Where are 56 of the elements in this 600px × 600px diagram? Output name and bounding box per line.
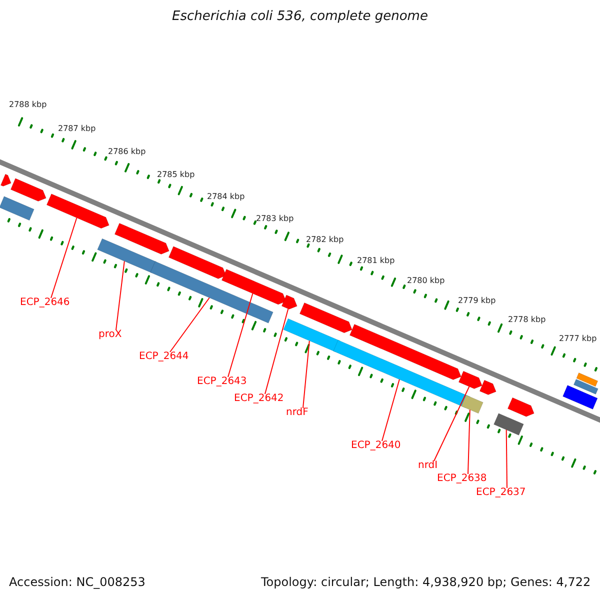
- gene-bar: [494, 413, 524, 436]
- scale-label: 2780 kbp: [407, 276, 445, 285]
- gene-bar: [461, 394, 484, 414]
- gene-bar: [221, 268, 286, 305]
- scale-label: 2781 kbp: [357, 256, 395, 265]
- gene-label: ECP_2642: [234, 393, 284, 404]
- leader-line: [116, 260, 125, 330]
- scale-label: 2784 kbp: [207, 192, 245, 201]
- gene-bar: [283, 318, 340, 352]
- gene-bar: [299, 302, 352, 334]
- leader-line: [228, 293, 254, 378]
- gene-label: ECP_2638: [437, 473, 487, 484]
- gene-bar: [479, 380, 496, 396]
- leader-line: [302, 340, 310, 408]
- leader-line: [506, 429, 508, 488]
- gene-bar: [46, 194, 110, 229]
- gene-label: nrdI: [418, 460, 438, 471]
- gene-bar: [114, 222, 170, 254]
- leader-line: [382, 378, 400, 442]
- gene-bar: [10, 178, 46, 202]
- footer-text: Accession: NC_008253: [9, 575, 146, 589]
- scale-label: 2787 kbp: [58, 124, 96, 133]
- leader-line: [170, 297, 210, 352]
- scale-label: 2785 kbp: [157, 170, 195, 179]
- gene-label: ECP_2646: [20, 297, 70, 308]
- scale-label: 2779 kbp: [458, 296, 496, 305]
- scale-label: 2783 kbp: [256, 214, 294, 223]
- leader-line: [468, 409, 470, 474]
- gene-bar: [576, 372, 598, 387]
- gene-bar: [562, 385, 598, 410]
- gene-bar: [458, 370, 482, 390]
- gene-bar: [0, 196, 34, 221]
- title: Escherichia coli 536, complete genome: [171, 9, 429, 24]
- leader-line: [264, 308, 289, 394]
- gene-label: ECP_2644: [139, 351, 189, 362]
- gene-bar: [507, 397, 534, 417]
- gene-label: ECP_2640: [351, 440, 401, 451]
- gene-bar: [281, 294, 298, 310]
- gene-bar: [349, 324, 462, 380]
- scale-label: 2782 kbp: [306, 235, 344, 244]
- scale-label: 2777 kbp: [559, 334, 597, 343]
- scale-label: 2788 kbp: [9, 100, 47, 109]
- gene-label: proX: [98, 329, 122, 340]
- gene-label: nrdF: [286, 407, 308, 418]
- leader-line: [50, 217, 78, 298]
- gene-bar: [168, 246, 226, 279]
- gene-bar: [150, 261, 274, 324]
- gene-bar: [573, 378, 598, 394]
- gene-label: ECP_2637: [476, 487, 526, 498]
- gene-bar: [0, 174, 12, 186]
- gene-label: ECP_2643: [197, 376, 247, 387]
- footer-text: Topology: circular; Length: 4,938,920 bp; Genes: 4,722: [261, 575, 591, 589]
- scale-label: 2778 kbp: [508, 315, 546, 324]
- scale-label: 2786 kbp: [108, 147, 146, 156]
- leader-line: [434, 386, 470, 462]
- gene-bar: [97, 238, 156, 274]
